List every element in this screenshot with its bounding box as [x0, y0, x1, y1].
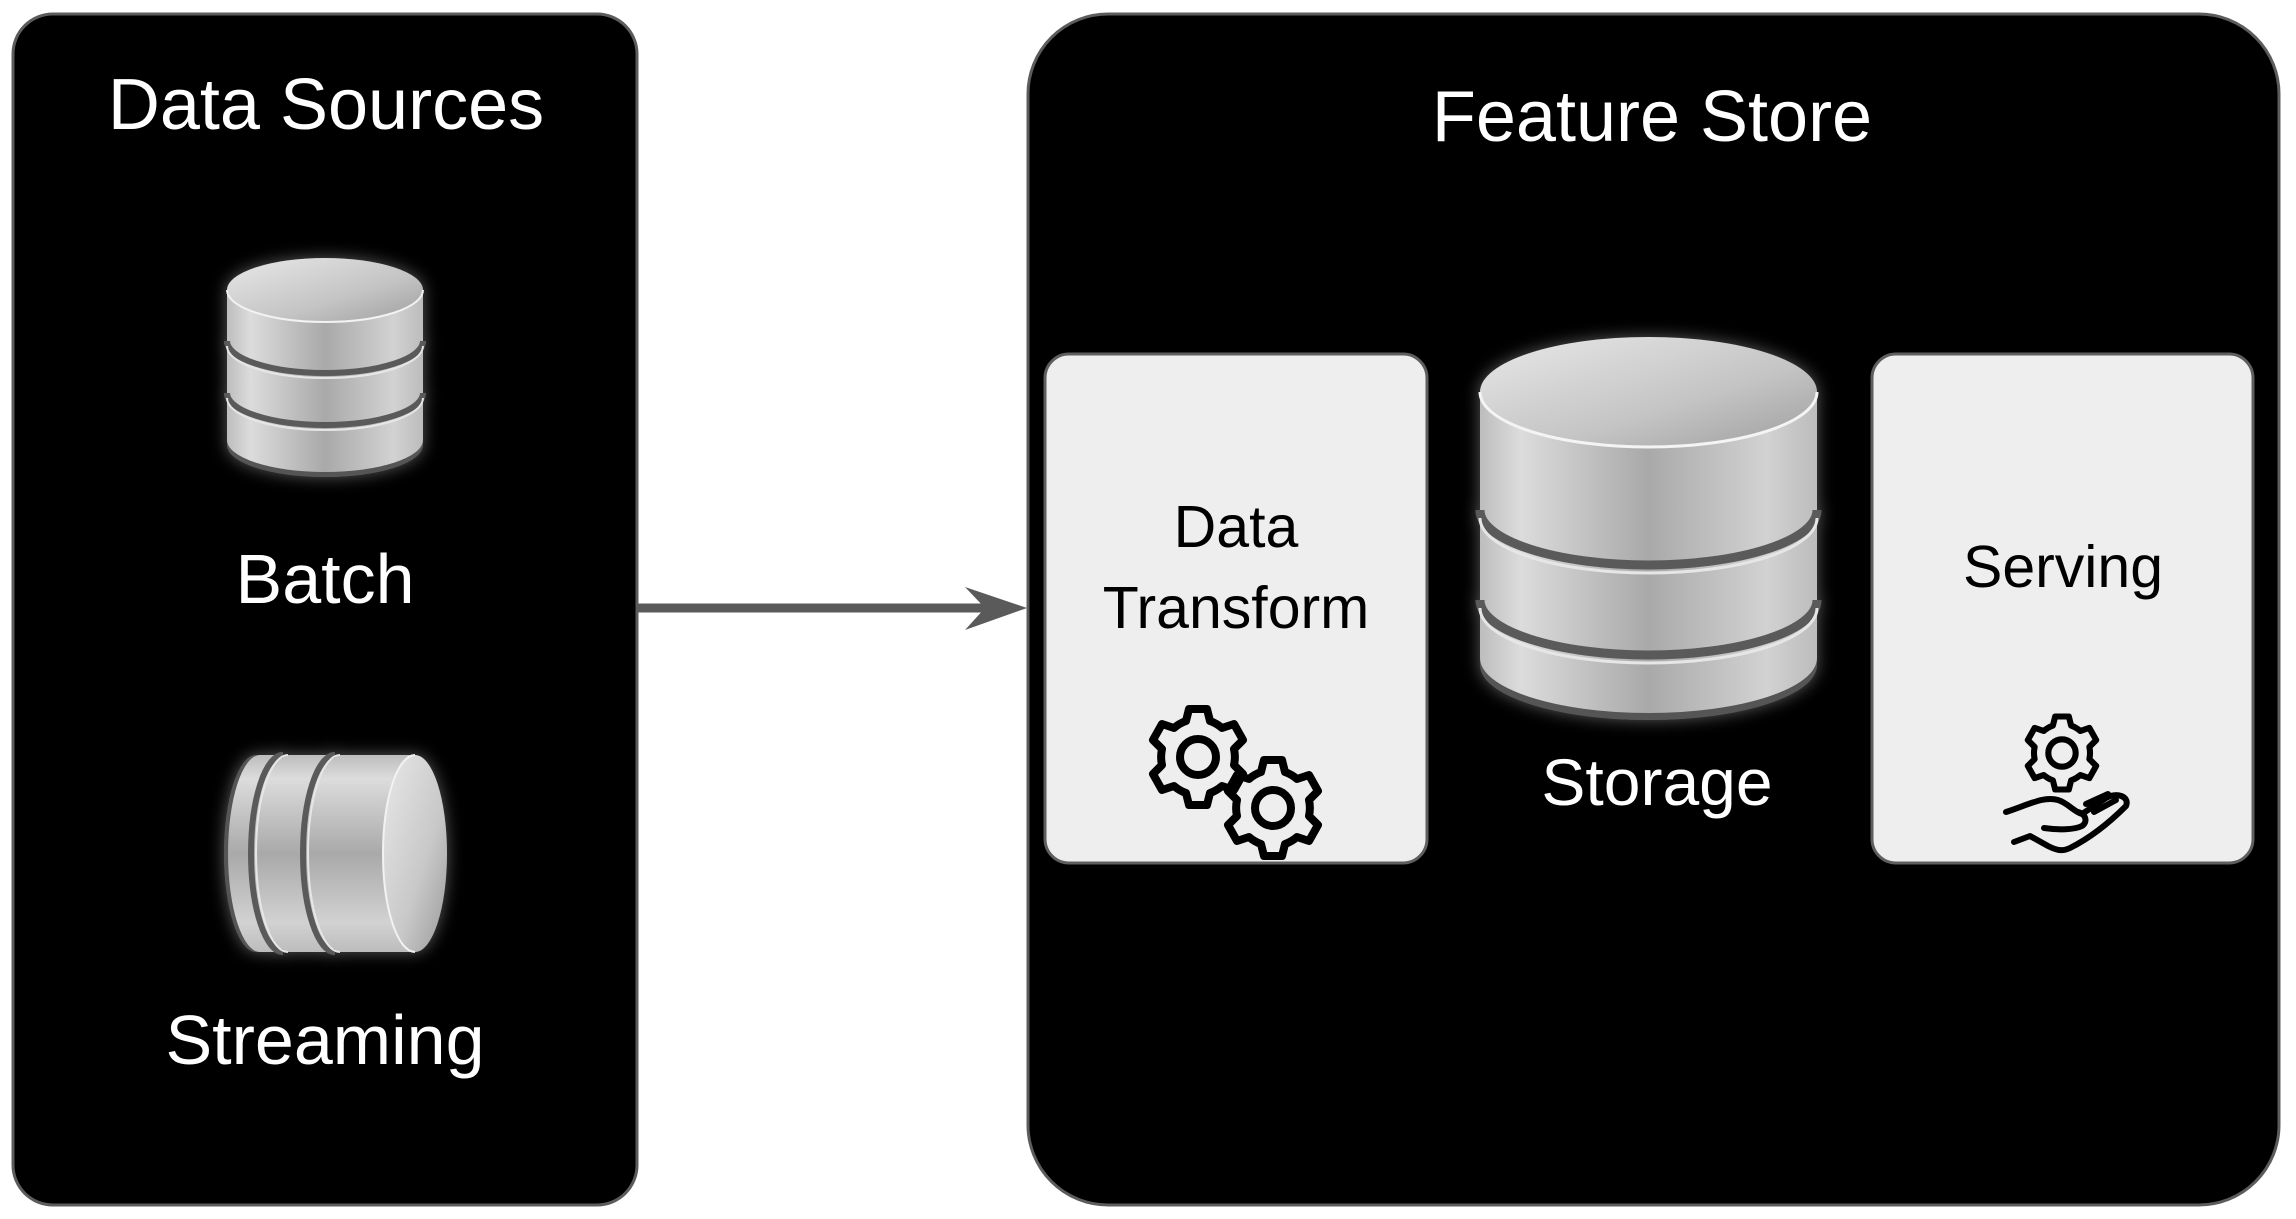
- data-sources-container: [11, 12, 639, 1207]
- data-sources-panel: Data Sources Batch Streaming: [11, 12, 639, 1207]
- arrow-head-icon: [965, 587, 1027, 630]
- hand-gear-icon: [2003, 713, 2130, 854]
- data-transform-label-line1: Data: [1174, 494, 1299, 560]
- data-transform-box[interactable]: [1043, 352, 1429, 865]
- feature-store-panel: Feature Store Data Transform: [1026, 12, 2281, 1207]
- batch-label: Batch: [236, 540, 415, 618]
- storage-label: Storage: [1541, 745, 1772, 819]
- data-sources-title: Data Sources: [108, 65, 544, 145]
- data-flow-arrow: [638, 587, 1027, 630]
- serving-card[interactable]: Serving: [1870, 352, 2255, 865]
- storage-database-icon: [1475, 337, 1822, 720]
- database-icon: [224, 258, 426, 477]
- serving-box[interactable]: [1870, 352, 2255, 865]
- serving-label: Serving: [1963, 534, 2163, 600]
- feature-store-title: Feature Store: [1432, 77, 1872, 157]
- streaming-label: Streaming: [165, 1001, 484, 1079]
- data-transform-card[interactable]: Data Transform: [1043, 352, 1429, 865]
- streaming-cylinder-icon: [224, 752, 447, 955]
- gears-icon: [1149, 705, 1322, 860]
- data-transform-label-line2: Transform: [1103, 575, 1370, 641]
